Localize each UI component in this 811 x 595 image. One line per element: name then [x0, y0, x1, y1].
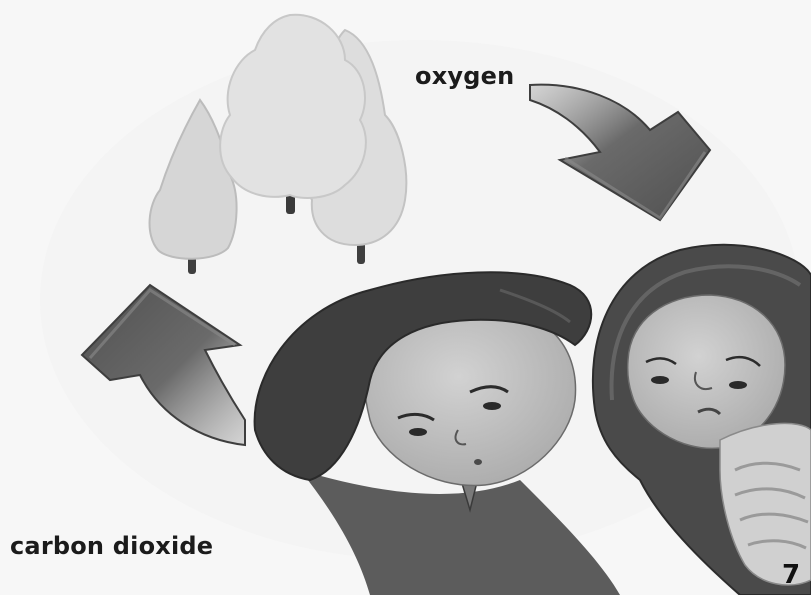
page-number: 7 [782, 560, 800, 590]
oxygen-label: oxygen [415, 62, 514, 90]
carbon-dioxide-label: carbon dioxide [10, 532, 213, 560]
